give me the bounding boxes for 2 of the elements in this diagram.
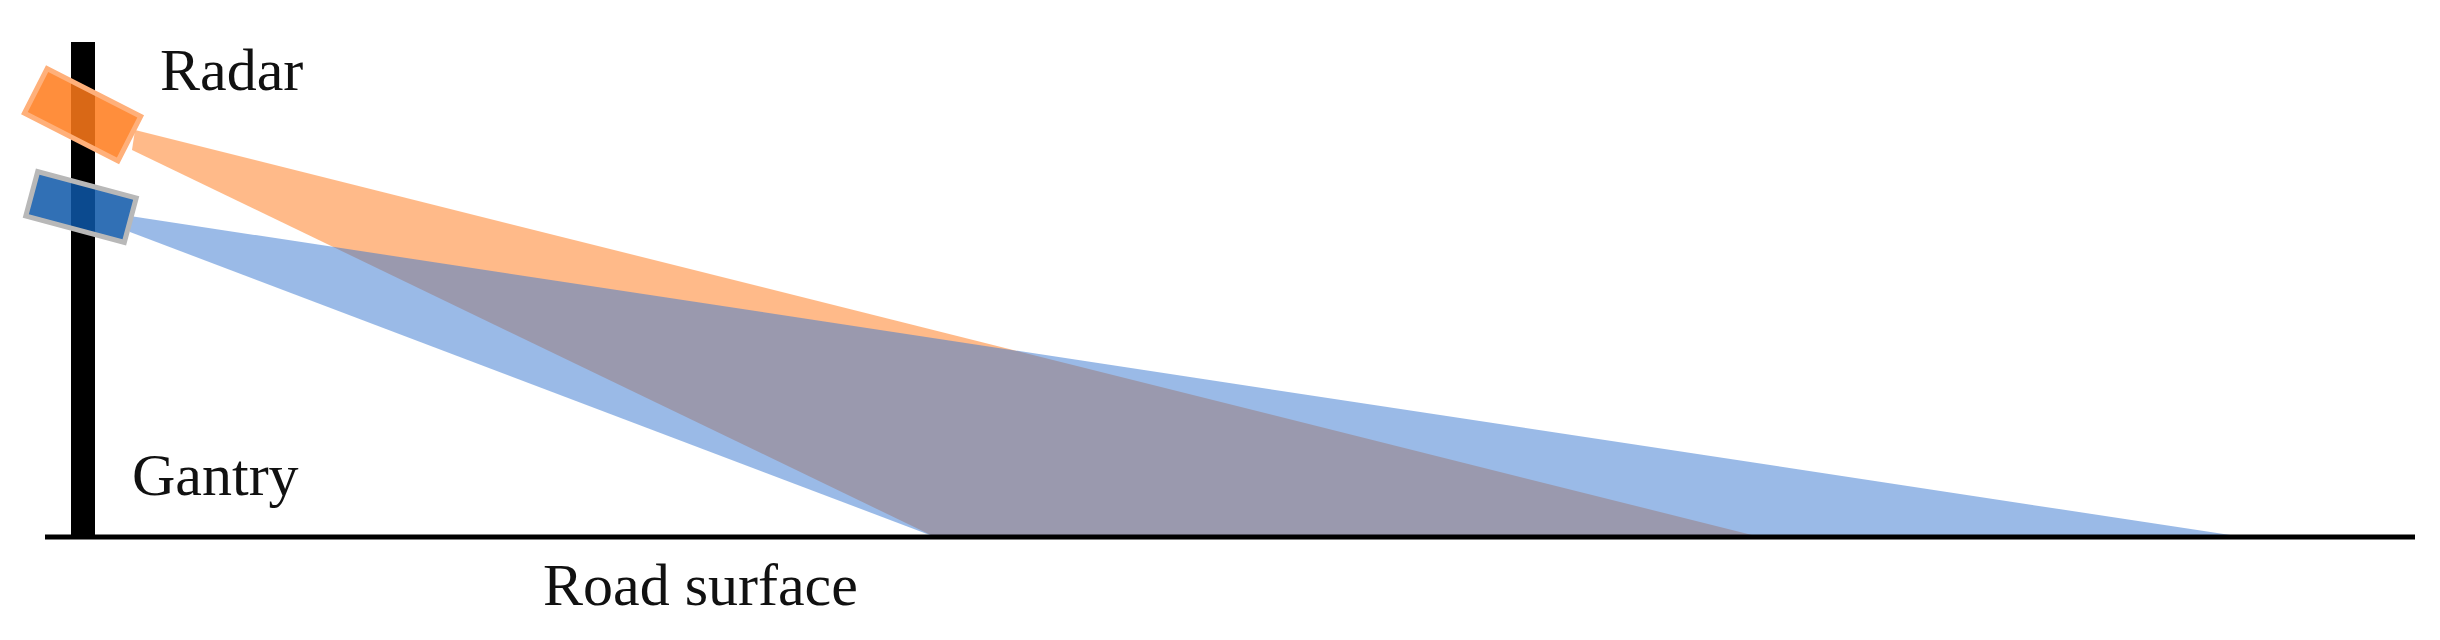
part-label: Radar bbox=[160, 40, 304, 100]
part-label: Road surface bbox=[543, 555, 858, 615]
